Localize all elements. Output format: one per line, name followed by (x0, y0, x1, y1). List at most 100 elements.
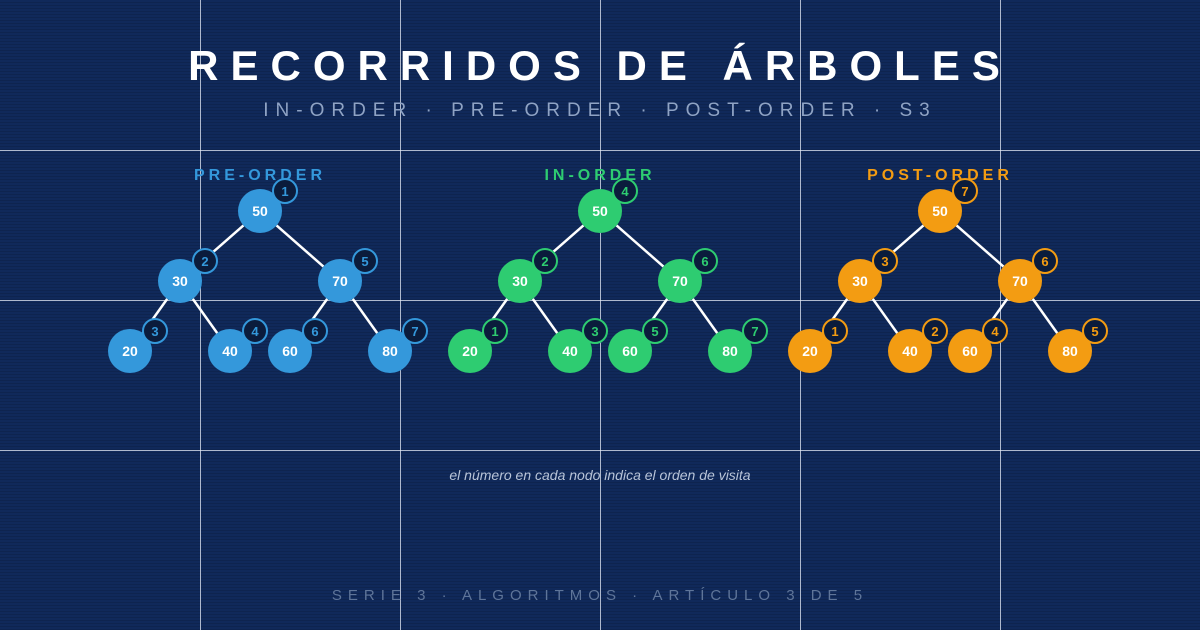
node-circle (268, 329, 312, 373)
tree-label: PRE-ORDER (194, 167, 326, 184)
order-badge (302, 318, 328, 344)
visit-order: 4 (621, 184, 629, 199)
order-badge (242, 318, 268, 344)
node-value: 20 (802, 343, 818, 359)
tree-node: 50 4 (578, 178, 638, 233)
node-circle (998, 259, 1042, 303)
visit-order: 3 (881, 254, 888, 269)
node-circle (208, 329, 252, 373)
tree-node: 605 (608, 318, 668, 373)
visit-order: 4 (991, 324, 999, 339)
tree-node: 30 2 (158, 248, 218, 303)
node-circle (548, 329, 592, 373)
tree-node: 60 6 (268, 318, 328, 373)
node-circle (918, 189, 962, 233)
visit-order: 1 (491, 324, 498, 339)
tree-edge (691, 298, 719, 334)
order-badge (192, 248, 218, 274)
tree-edge (351, 298, 379, 334)
node-circle (498, 259, 542, 303)
tree-node: 501 (238, 178, 298, 233)
node-value: 80 (722, 343, 738, 359)
node-circle (1048, 329, 1092, 373)
node-circle (368, 329, 412, 373)
grid-line (0, 150, 1200, 151)
visit-order: 3 (151, 324, 158, 339)
grid-line (0, 300, 1200, 301)
node-value: 70 (1012, 273, 1028, 289)
node-value: 60 (962, 343, 978, 359)
node-circle (658, 259, 702, 303)
node-circle (318, 259, 362, 303)
node-value: 20 (462, 343, 478, 359)
visit-order: 5 (651, 324, 658, 339)
visit-order: 7 (751, 324, 758, 339)
tree-node: 70 6 (998, 248, 1058, 303)
legend-note: el número en cada nodo indica el orden d… (449, 467, 751, 483)
node-value: 40 (562, 343, 578, 359)
order-badge (822, 318, 848, 344)
tree-edge (531, 298, 559, 334)
order-badge (952, 178, 978, 204)
order-badge (872, 248, 898, 274)
grid-line (200, 0, 201, 630)
order-badge (272, 178, 298, 204)
visit-order: 3 (591, 324, 598, 339)
order-badge (612, 178, 638, 204)
node-circle (158, 259, 202, 303)
visit-order: 6 (1041, 254, 1048, 269)
grid-line (0, 450, 1200, 451)
tree-node: 70 5 (318, 248, 378, 303)
node-value: 80 (1062, 343, 1078, 359)
tree-node: 807 (368, 318, 428, 373)
visit-order: 4 (251, 324, 259, 339)
footer: SERIE 3 · ALGORITMOS · ARTÍCULO 3 DE 5 (331, 587, 869, 604)
node-value: 50 (932, 203, 948, 219)
node-value: 60 (282, 343, 298, 359)
node-circle (708, 329, 752, 373)
tree-edge (191, 298, 219, 334)
order-badge (922, 318, 948, 344)
tree-node: 507 (918, 178, 978, 233)
visit-order: 1 (831, 324, 838, 339)
visit-order: 5 (361, 254, 368, 269)
node-value: 40 (222, 343, 238, 359)
tree-label: POST-ORDER (867, 167, 1013, 184)
tree-node: 20 1 (788, 318, 848, 373)
node-circle (888, 329, 932, 373)
node-value: 80 (382, 343, 398, 359)
visit-order: 5 (1091, 324, 1098, 339)
node-value: 30 (852, 273, 868, 289)
tree-edge (615, 224, 665, 268)
grid-line (1000, 0, 1001, 630)
visit-order: 2 (931, 324, 938, 339)
tree-node: 60 4 (948, 318, 1008, 373)
visit-order: 1 (281, 184, 288, 199)
tree-node: 706 (658, 248, 718, 303)
order-badge (482, 318, 508, 344)
node-value: 50 (592, 203, 608, 219)
grid-line (400, 0, 401, 630)
tree-node: 20 1 (448, 318, 508, 373)
tree-node: 30 3 (838, 248, 898, 303)
tree-node: 203 (108, 318, 168, 373)
visit-order: 2 (201, 254, 208, 269)
visit-order: 6 (701, 254, 708, 269)
order-badge (982, 318, 1008, 344)
node-value: 30 (512, 273, 528, 289)
tree-edge (1031, 298, 1059, 334)
visit-order: 6 (311, 324, 318, 339)
tree-node: 302 (498, 248, 558, 303)
node-circle (788, 329, 832, 373)
node-value: 70 (332, 273, 348, 289)
node-value: 30 (172, 273, 188, 289)
page-title: RECORRIDOS DE ÁRBOLES (188, 42, 1012, 89)
node-circle (578, 189, 622, 233)
node-circle (948, 329, 992, 373)
subtitle: IN-ORDER · PRE-ORDER · POST-ORDER · S3 (263, 100, 937, 121)
order-badge (692, 248, 718, 274)
